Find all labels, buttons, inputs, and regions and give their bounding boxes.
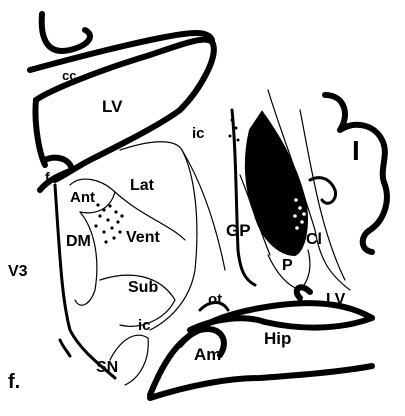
label-ic-lower: ic — [138, 317, 151, 334]
label-f: f — [45, 169, 50, 185]
label-cl: Cl — [306, 231, 322, 248]
label-lv-upper: LV — [102, 97, 123, 116]
corpus-callosum-outline — [42, 14, 90, 51]
label-gp: GP — [226, 221, 251, 240]
label-vent: Vent — [126, 229, 160, 246]
label-hip: Hip — [264, 329, 291, 348]
hippocampus-curl — [297, 287, 310, 298]
putamen-mass — [246, 112, 307, 255]
claustrum-line — [300, 110, 345, 280]
label-insula: I — [352, 135, 360, 166]
insula-cortex — [325, 95, 387, 252]
label-ot: ot — [208, 291, 222, 308]
lateral-ventricle-left-wall — [35, 100, 45, 165]
label-sub: Sub — [128, 279, 158, 296]
dm-nucleus-border — [75, 212, 97, 305]
third-ventricle-line — [60, 340, 70, 356]
label-ic-upper: ic — [192, 125, 205, 142]
label-lv-lower: LV — [326, 291, 346, 308]
label-lat: Lat — [130, 177, 155, 194]
label-cc: cc — [62, 68, 76, 83]
label-sn: SN — [96, 359, 118, 376]
temporal-base — [150, 366, 372, 398]
lamina-dots — [94, 203, 123, 243]
label-am: Am — [194, 345, 221, 364]
label-ant: Ant — [70, 189, 95, 206]
label-p: P — [282, 257, 293, 274]
label-dm: DM — [66, 233, 91, 250]
label-v3: V3 — [8, 263, 28, 280]
panel-label: f. — [8, 371, 20, 393]
